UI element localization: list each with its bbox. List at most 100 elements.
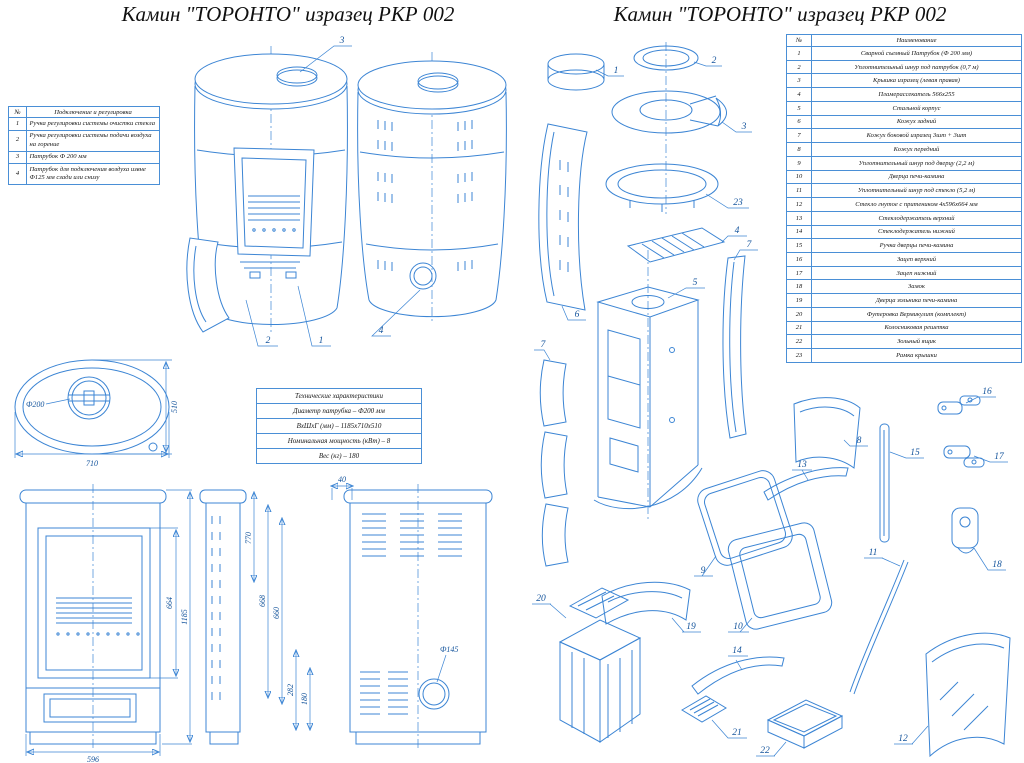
callout-e7r: 7 — [747, 240, 753, 250]
part-glass-gasket: 11 — [849, 548, 909, 695]
part-name: Зацеп верхний — [811, 252, 1022, 267]
part-number: 18 — [786, 279, 812, 295]
header-name: Наименование — [811, 34, 1022, 47]
part-name: Уплотнительный шнур под стекло (5,2 м) — [811, 183, 1022, 199]
callout-1: 1 — [319, 336, 324, 346]
part-name: Уплотнительный шнур под дверцу (2,2 м) — [811, 155, 1022, 171]
page-title-left: Камин "ТОРОНТО" изразец РКР 002 — [121, 2, 455, 26]
row-text: Патрубок для подключения воздуха извне Ф… — [26, 163, 160, 186]
row-text: Ручка регулировки системы очистки стекла — [26, 117, 160, 131]
part-grate: 21 — [681, 695, 747, 739]
callout-e15: 15 — [910, 448, 920, 458]
part-front-cover: 8 — [793, 397, 868, 469]
dim-total-height: 1185 — [180, 609, 189, 624]
part-name: Сварной съемный Патрубок (Ф 200 мм) — [811, 46, 1022, 61]
part-vermiculite-lining: 20 — [532, 587, 642, 743]
callout-e7l: 7 — [541, 340, 547, 350]
part-name: Пламерассекатель 566х255 — [811, 87, 1022, 102]
callout-e21: 21 — [732, 728, 742, 738]
part-name: Кожух боковой изразец 3шт + 3шт — [811, 128, 1022, 144]
assembled-view-closed — [357, 52, 507, 322]
row-text: Ручка регулировки системы подачи воздуха… — [26, 129, 160, 152]
side-view: 770 668 660 282 180 — [199, 489, 310, 745]
part-number: 12 — [786, 197, 812, 212]
row-num: 1 — [8, 117, 27, 131]
part-number: 6 — [786, 114, 812, 130]
dim-40: 40 — [338, 475, 346, 484]
connection-table: № Подключение и регулировка 1 Ручка регу… — [8, 106, 160, 186]
part-catch-top: 16 — [937, 387, 996, 415]
part-name: Футеровка Вермикулит (комплект) — [811, 306, 1022, 322]
back-view: Ф145 40 — [331, 475, 493, 750]
part-number: 1 — [786, 46, 812, 61]
part-fire-door: 10 — [727, 522, 833, 633]
callout-e22: 22 — [760, 746, 770, 756]
dim-top-width: 710 — [86, 459, 98, 468]
header-num: № — [786, 34, 812, 47]
page-title-right: Камин "ТОРОНТО" изразец РКР 002 — [613, 2, 947, 26]
part-number: 20 — [786, 306, 812, 322]
callout-e23: 23 — [733, 198, 743, 208]
top-view: Ф200 710 510 — [14, 359, 179, 468]
callout-e12: 12 — [898, 734, 908, 744]
dim-282: 282 — [286, 684, 295, 696]
table-row: 3 Патрубок Ф 200 мм — [8, 150, 160, 165]
part-name: Кожух передний — [811, 142, 1022, 157]
spec-item: Вес (кг) – 180 — [256, 448, 422, 464]
dim-top-diameter: Ф200 — [26, 400, 44, 409]
callout-e8: 8 — [857, 436, 862, 446]
part-name: Рамка крышки — [811, 348, 1022, 363]
table-row: 4 Патрубок для подключения воздуха извне… — [8, 163, 160, 186]
dim-top-depth: 510 — [170, 401, 179, 413]
callout-e19: 19 — [686, 622, 696, 632]
part-number: 15 — [786, 238, 812, 254]
callout-e18: 18 — [992, 560, 1002, 570]
part-number: 10 — [786, 169, 812, 185]
callout-e9: 9 — [701, 566, 706, 576]
part-number: 19 — [786, 293, 812, 308]
callout-e1: 1 — [614, 66, 619, 76]
part-tile-lid: 3 — [611, 90, 752, 134]
callout-e13: 13 — [797, 460, 807, 470]
callout-e3: 3 — [741, 122, 747, 132]
part-glass-holder-bottom: 14 — [691, 646, 785, 695]
table-row: 1 Ручка регулировки системы очистки стек… — [8, 117, 160, 131]
part-lid-frame: 23 — [605, 163, 749, 212]
part-door-handle: 15 — [879, 423, 924, 543]
exploded-view: 1 2 3 23 4 — [532, 42, 1011, 758]
part-ash-box: 22 — [756, 699, 844, 757]
part-steel-body: 5 — [593, 278, 705, 510]
part-number: 23 — [786, 348, 812, 363]
table-header-row: Технические характеристики — [256, 388, 422, 404]
part-name: Стекло гнутое с притеником 4х596х664 мм — [811, 197, 1022, 212]
callout-4: 4 — [379, 326, 384, 336]
spec-item: ВхШхГ (мм) – 1185х710х510 — [256, 418, 422, 434]
table-row: 2 Ручка регулировки системы подачи возду… — [8, 129, 160, 152]
header-num: № — [8, 106, 27, 118]
part-number: 7 — [786, 128, 812, 144]
dim-668: 668 — [258, 595, 267, 607]
specs-table: Технические характеристики Диаметр патру… — [256, 388, 422, 464]
part-door-gasket: 9 — [694, 470, 793, 577]
part-number: 2 — [786, 59, 812, 75]
part-number: 22 — [786, 334, 812, 350]
table-header-row: № Наименование — [786, 34, 1022, 47]
part-number: 4 — [786, 87, 812, 102]
front-view: 596 664 1185 — [19, 484, 192, 763]
part-name: Уплотнительный шнур под патрубок (0,7 м) — [811, 59, 1022, 75]
table-row: Диаметр патрубка – Ф200 мм — [256, 403, 422, 419]
